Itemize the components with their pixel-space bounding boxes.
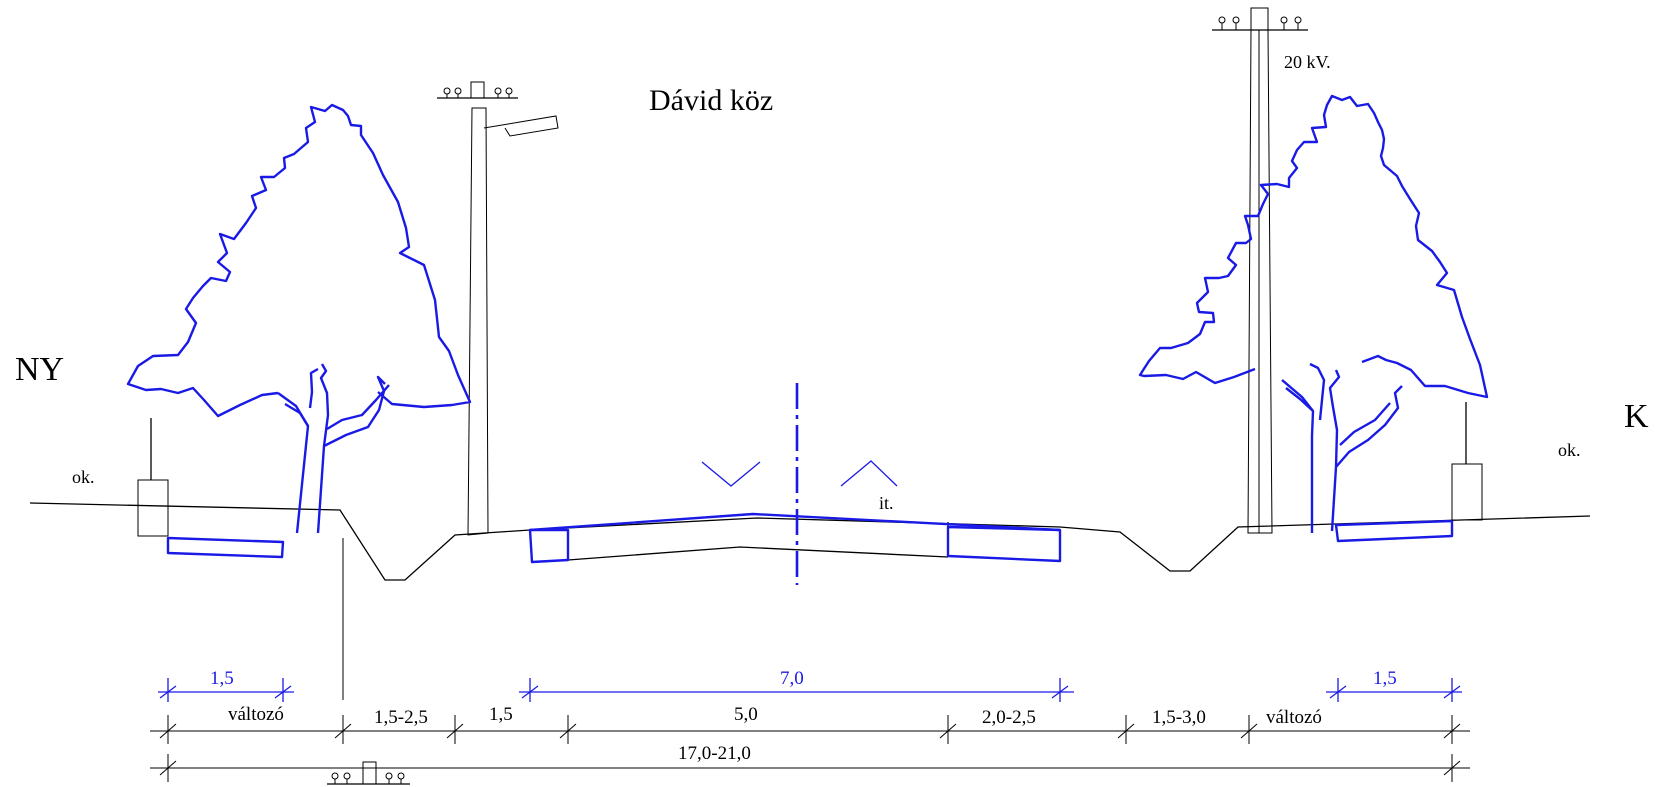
sidewalk-left [166,536,285,559]
ok-label-left: ok. [72,467,95,487]
lamp-pole-left [437,81,559,536]
title: Dávid köz [649,84,773,117]
tree-right [1138,94,1489,533]
dim-row1-5: 2,0-2,5 [982,707,1036,728]
it-label: it. [879,493,894,513]
dim-row1-1: változó [228,704,284,725]
dim-row1-4: 5,0 [734,704,758,725]
sidewalk-right [1334,519,1454,543]
proposed-pavement [528,512,1062,564]
dim-blue-center: 7,0 [780,668,804,689]
crossfall-arrow-left [701,461,761,487]
ok-label-right: ok. [1558,440,1581,460]
tree-left [126,103,472,534]
dim-row1-2: 1,5-2,5 [374,707,428,728]
direction-east: K [1624,398,1649,435]
legend-pole-symbol [327,761,410,785]
dim-blue-left: 1,5 [210,668,234,689]
crossfall-arrow-right [840,460,898,487]
power-pole-right [1212,7,1308,534]
direction-west: NY [15,351,64,388]
utility-box-left [137,418,169,537]
black-dimension-lines [150,715,1470,782]
voltage-label: 20 kV. [1284,52,1331,72]
dim-total: 17,0-21,0 [678,743,751,764]
blue-dimension-lines [158,678,1462,702]
dim-row1-7: változó [1266,707,1322,728]
dim-row1-6: 1,5-3,0 [1152,707,1206,728]
dim-blue-right: 1,5 [1373,668,1397,689]
ground-profile [29,502,1591,700]
utility-box-right [1451,402,1483,521]
dim-row1-3: 1,5 [489,704,513,725]
